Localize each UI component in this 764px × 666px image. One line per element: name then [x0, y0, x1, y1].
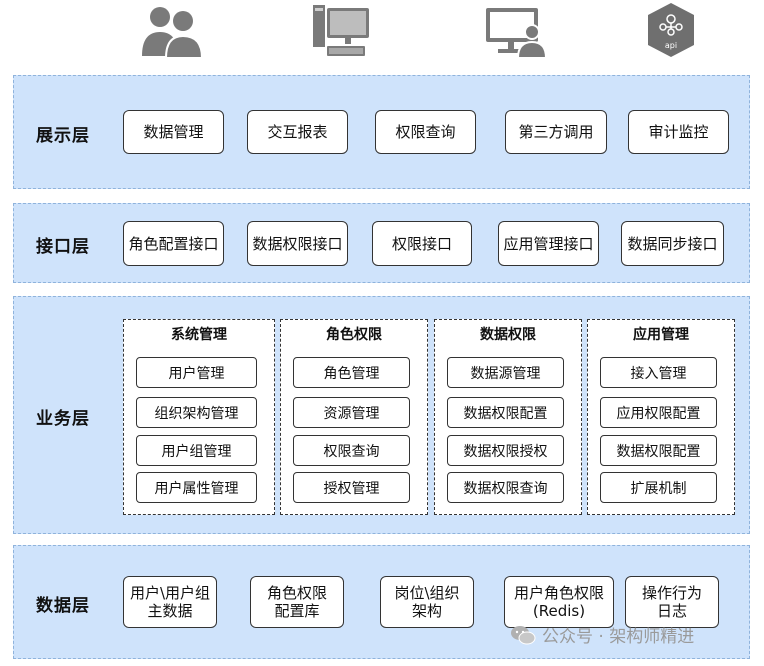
interface-item: 数据权限接口 [247, 221, 348, 266]
watermark: 公众号 · 架构师精进 [510, 622, 694, 647]
group-item: 角色管理 [293, 357, 410, 388]
interface-layer: 接口层 角色配置接口 数据权限接口 权限接口 应用管理接口 数据同步接口 [13, 203, 750, 283]
layer-title: 展示层 [36, 126, 90, 146]
group-item: 数据权限查询 [447, 472, 564, 503]
group-item: 接入管理 [600, 357, 717, 388]
group-item: 组织架构管理 [136, 397, 257, 428]
computer-icon [305, 2, 375, 58]
interface-item: 数据同步接口 [621, 221, 724, 266]
data-item: 角色权限 配置库 [250, 576, 344, 628]
group-item: 用户管理 [136, 357, 257, 388]
api-icon-label: api [665, 41, 677, 50]
group-title: 角色权限 [326, 327, 382, 343]
group-item: 数据源管理 [447, 357, 564, 388]
group-title: 数据权限 [480, 327, 536, 343]
group-item: 数据权限授权 [447, 435, 564, 466]
group-item: 数据权限配置 [447, 397, 564, 428]
users-icon [138, 2, 208, 58]
watermark-text: 公众号 · 架构师精进 [542, 627, 695, 647]
data-layer: 数据层 用户\用户组 主数据 角色权限 配置库 岗位\组织 架构 用户角色权限 … [13, 545, 750, 659]
business-group-role: 角色权限 角色管理 资源管理 权限查询 授权管理 [280, 319, 428, 515]
interface-item: 权限接口 [372, 221, 472, 266]
group-item: 资源管理 [293, 397, 410, 428]
presentation-item: 审计监控 [628, 110, 729, 154]
business-group-data-permission: 数据权限 数据源管理 数据权限配置 数据权限授权 数据权限查询 [434, 319, 582, 515]
business-layer: 业务层 系统管理 用户管理 组织架构管理 用户组管理 用户属性管理 角色权限 角… [13, 296, 750, 534]
business-group-application: 应用管理 接入管理 应用权限配置 数据权限配置 扩展机制 [587, 319, 735, 515]
wechat-icon [511, 625, 536, 644]
presentation-layer: 展示层 数据管理 交互报表 权限查询 第三方调用 审计监控 [13, 75, 750, 189]
business-group-system: 系统管理 用户管理 组织架构管理 用户组管理 用户属性管理 [123, 319, 275, 515]
data-item: 用户\用户组 主数据 [123, 576, 217, 628]
layer-title: 业务层 [36, 409, 90, 429]
presentation-item: 第三方调用 [505, 110, 607, 154]
presentation-item: 交互报表 [247, 110, 348, 154]
group-item: 数据权限配置 [600, 435, 717, 466]
group-title: 应用管理 [633, 327, 689, 343]
group-item: 应用权限配置 [600, 397, 717, 428]
user-monitor-icon [480, 2, 550, 58]
data-item: 用户角色权限 (Redis) [504, 576, 614, 628]
interface-item: 角色配置接口 [123, 221, 224, 266]
group-item: 扩展机制 [600, 472, 717, 503]
group-item: 权限查询 [293, 435, 410, 466]
group-item: 用户属性管理 [136, 472, 257, 503]
layer-title: 接口层 [36, 237, 90, 257]
presentation-item: 权限查询 [375, 110, 476, 154]
group-title: 系统管理 [171, 327, 227, 343]
layer-title: 数据层 [36, 596, 90, 616]
group-item: 用户组管理 [136, 435, 257, 466]
interface-item: 应用管理接口 [498, 221, 599, 266]
data-item: 岗位\组织 架构 [380, 576, 474, 628]
group-item: 授权管理 [293, 472, 410, 503]
data-item: 操作行为 日志 [625, 576, 719, 628]
api-hexagon-icon: api [636, 2, 706, 58]
presentation-item: 数据管理 [123, 110, 224, 154]
